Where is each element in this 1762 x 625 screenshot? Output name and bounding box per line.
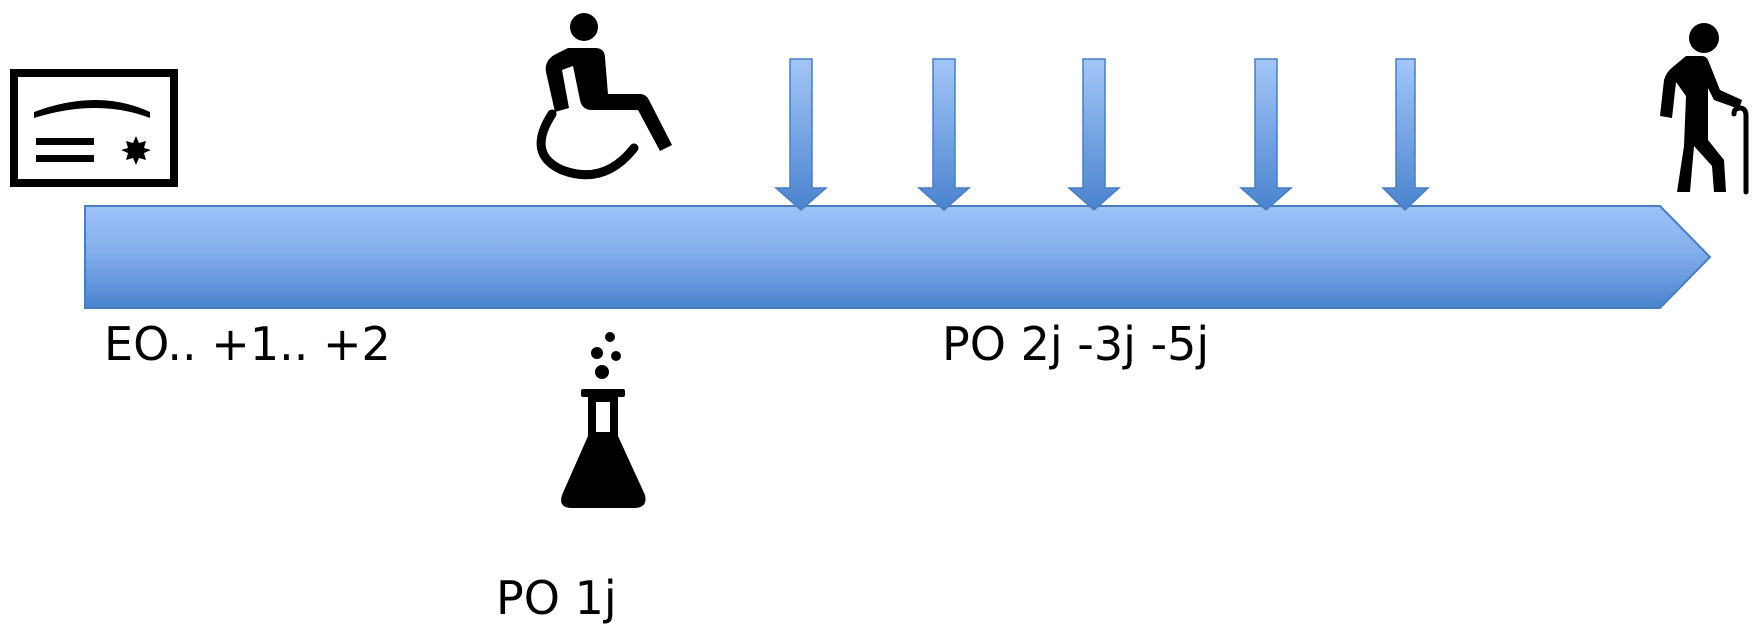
lab-flask-icon xyxy=(561,332,646,508)
milestone-arrow-2 xyxy=(917,58,971,211)
certificate-icon xyxy=(10,69,178,187)
wheelchair-icon xyxy=(536,13,672,180)
milestone-arrows xyxy=(774,58,1430,212)
label-postop-day1: PO 1j xyxy=(496,571,617,625)
elderly-person-with-cane-icon xyxy=(1660,23,1749,195)
timeline-arrow xyxy=(84,205,1712,309)
label-postop-late-timepoints: PO 2j -3j -5j xyxy=(942,317,1210,371)
milestone-arrow-1 xyxy=(774,58,828,211)
label-preop-timepoints: EO.. +1.. +2 xyxy=(104,317,391,371)
milestone-arrow-3 xyxy=(1067,58,1121,211)
milestone-arrow-4 xyxy=(1239,58,1293,211)
milestone-arrow-5 xyxy=(1381,58,1430,212)
